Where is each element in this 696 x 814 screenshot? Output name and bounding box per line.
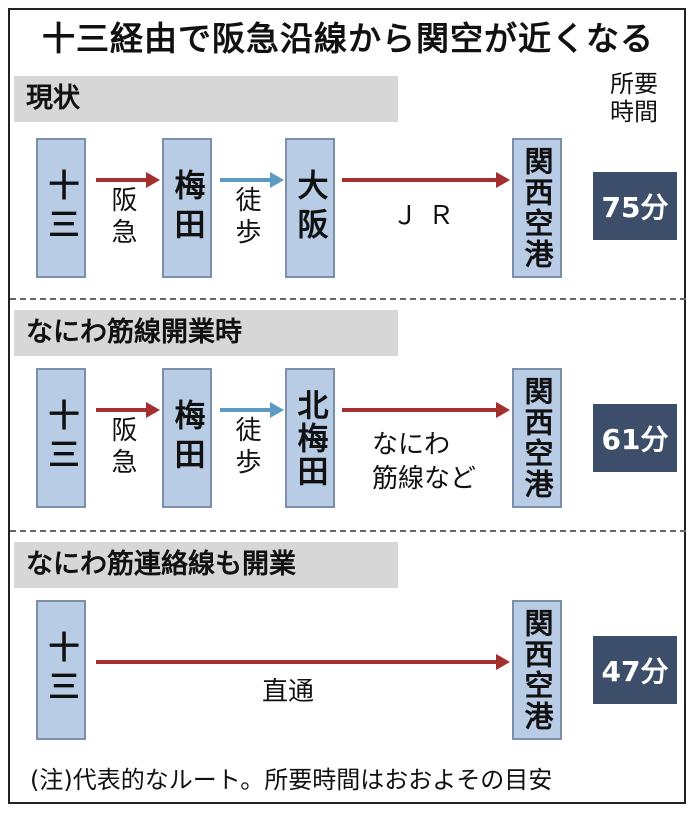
section-header-naniwasuji: なにわ筋線開業時 <box>14 310 398 356</box>
section-header-current: 現状 <box>14 76 398 122</box>
rail-arrow-naniwasuji <box>342 402 510 418</box>
segment-label-naniwasuji-line: なにわ 筋線など <box>372 430 477 494</box>
section-header-renrakusen: なにわ筋連絡線も開業 <box>14 542 398 588</box>
segment-label-hankyu: 阪急 <box>107 416 137 480</box>
station-juso: 十三 <box>36 368 86 508</box>
diagram-title: 十三経由で阪急沿線から関空が近くなる <box>42 19 654 58</box>
walk-arrow <box>220 402 284 418</box>
travel-time-renrakusen: 47分 <box>593 636 677 704</box>
station-umeda: 梅田 <box>162 368 212 508</box>
travel-time-current: 75分 <box>593 172 677 240</box>
station-umeda: 梅田 <box>162 138 212 278</box>
station-juso: 十三 <box>36 600 86 740</box>
segment-label-jr: ＪＲ <box>392 201 465 231</box>
segment-label-walk: 徒歩 <box>231 416 261 480</box>
station-kita-umeda: 北梅田 <box>285 368 335 508</box>
time-column-header: 所要 時間 <box>592 70 676 126</box>
travel-time-naniwasuji: 61分 <box>593 404 677 472</box>
footnote: (注)代表的なルート。所要時間はおおよその目安 <box>30 766 553 794</box>
diagram-frame <box>8 8 686 804</box>
station-kansai-airport: 関西空港 <box>512 600 562 740</box>
station-kansai-airport: 関西空港 <box>512 368 562 508</box>
walk-arrow <box>220 172 284 188</box>
segment-label-direct: 直通 <box>262 677 315 707</box>
time-header-text: 所要 時間 <box>610 70 658 126</box>
station-osaka: 大阪 <box>285 138 335 278</box>
station-juso: 十三 <box>36 138 86 278</box>
rail-arrow-direct <box>96 654 510 670</box>
section-divider <box>10 530 686 532</box>
station-kansai-airport: 関西空港 <box>512 138 562 278</box>
section-divider <box>10 298 686 300</box>
rail-arrow-jr <box>342 172 510 188</box>
rail-arrow-hankyu <box>96 172 160 188</box>
segment-label-walk: 徒歩 <box>231 186 261 250</box>
segment-label-hankyu: 阪急 <box>107 186 137 250</box>
rail-arrow-hankyu <box>96 402 160 418</box>
